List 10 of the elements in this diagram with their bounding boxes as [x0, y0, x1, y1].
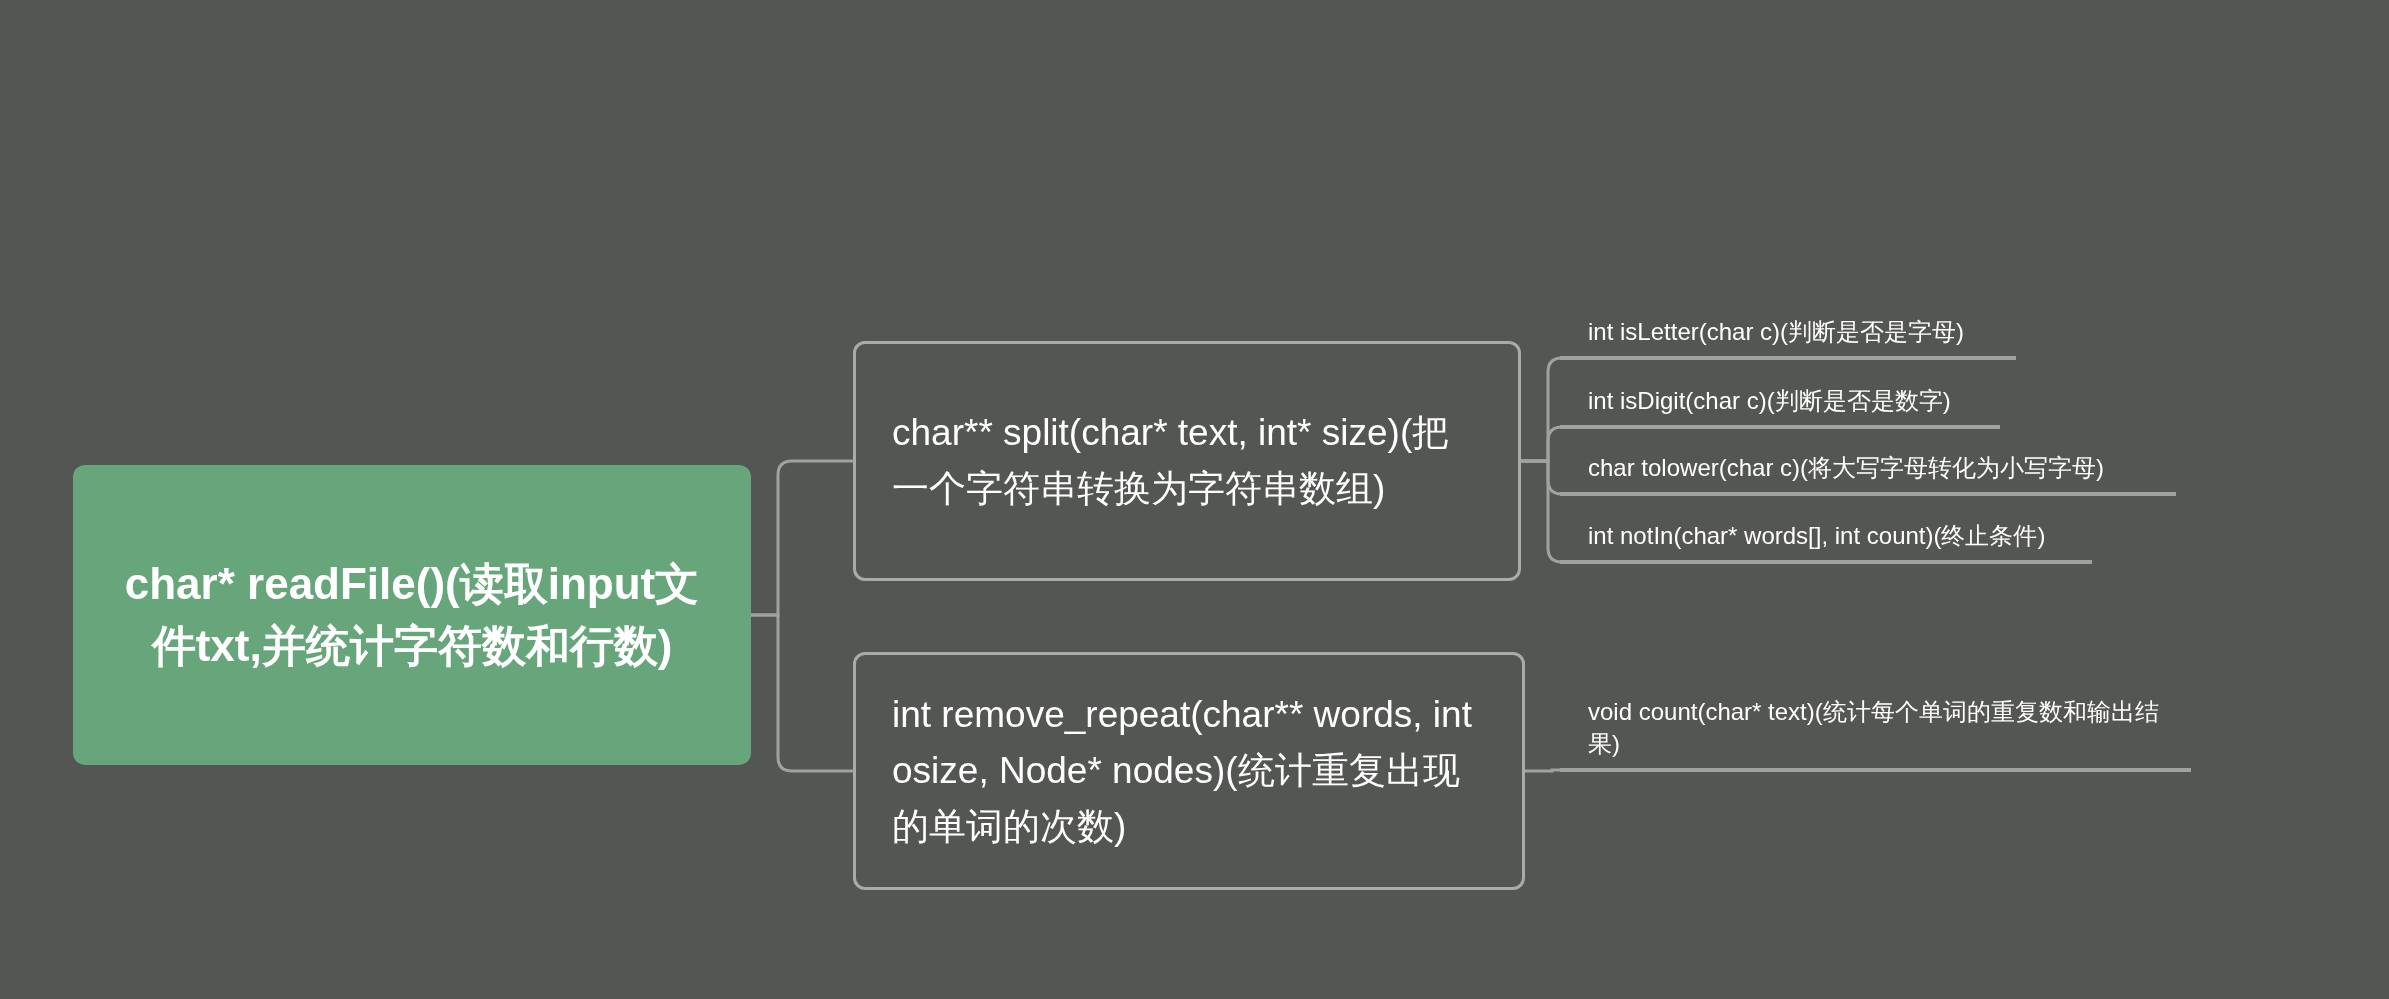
underlined-topic: int isLetter(char c)(判断是否是字母)	[1560, 306, 2016, 360]
underlined-topic: int isDigit(char c)(判断是否是数字)	[1560, 375, 2000, 429]
underlined-topic: int notIn(char* words[], int count)(终止条件)	[1560, 510, 2092, 564]
underlined-topic: void count(char* text)(统计每个单词的重复数和输出结果)	[1560, 682, 2191, 772]
topic-box: int remove_repeat(char** words, int osize, Node* nodes)(统计重复出现的单词的次数)	[853, 652, 1525, 890]
connector-line	[1525, 768, 1560, 773]
connector-line	[751, 613, 853, 773]
root-topic-box: char* readFile()(读取input文件txt,并统计字符数和行数)	[73, 465, 751, 765]
underlined-topic: char tolower(char c)(将大写字母转化为小写字母)	[1560, 442, 2176, 496]
topic-box: char** split(char* text, int* size)(把一个字符串转换为字符串数组)	[853, 341, 1521, 581]
